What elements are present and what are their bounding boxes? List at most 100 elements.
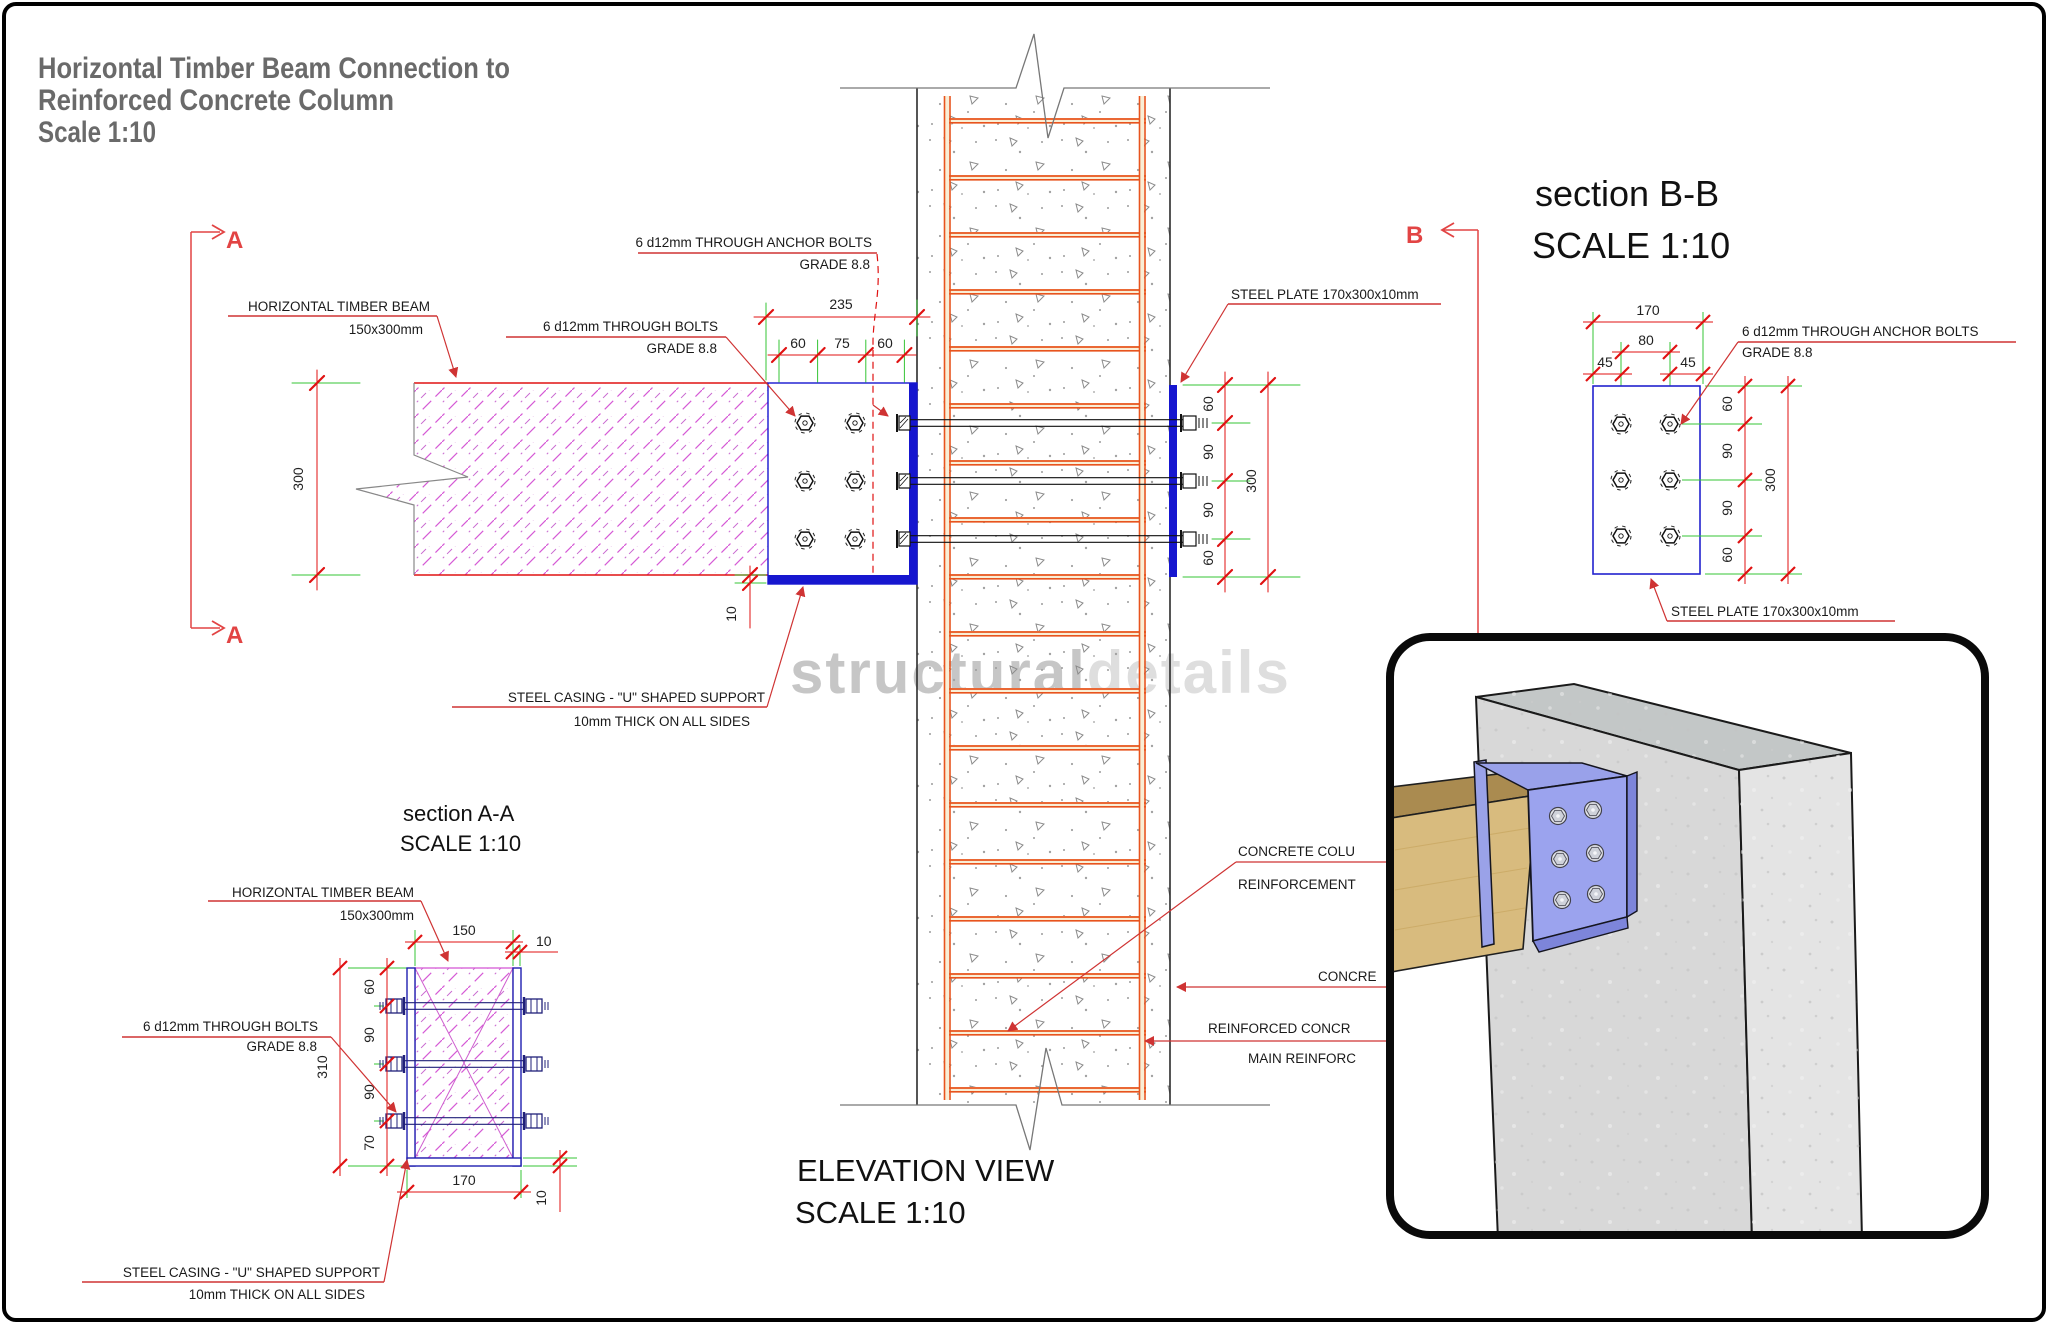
section-aa-title: section A-A xyxy=(403,801,515,826)
label-steel-casing-2: 10mm THICK ON ALL SIDES xyxy=(574,714,750,729)
marker-b: B xyxy=(1406,222,1423,249)
elevation-title: ELEVATION VIEW xyxy=(797,1153,1055,1188)
bb-bolt xyxy=(1659,469,1681,491)
inset-bolt xyxy=(1548,806,1568,826)
label-concrete-column-1: CONCRETE COLU xyxy=(1238,844,1355,859)
section-aa-scale: SCALE 1:10 xyxy=(400,831,521,856)
aa-dim-bottom-thk: 10 xyxy=(533,1190,549,1206)
section-marker-a: A A xyxy=(190,224,243,649)
bb-label-plate: STEEL PLATE 170x300x10mm xyxy=(1671,604,1859,619)
column-stirrups xyxy=(944,100,1146,1100)
bb-dimensions: 170 80 45 45 60 90 90 60 300 xyxy=(1583,302,1802,584)
through-rods xyxy=(896,385,1208,577)
bb-dim-row-1: 60 xyxy=(1719,396,1735,412)
bb-bolt xyxy=(1610,525,1632,547)
label-concrete-column-2: REINFORCEMENT xyxy=(1238,877,1356,892)
aa-dim-row-1: 60 xyxy=(361,979,377,995)
inset-steel-bracket xyxy=(1473,759,1638,953)
dim-beam-depth: 300 xyxy=(290,467,306,491)
bolt-head xyxy=(794,412,816,434)
inset-border xyxy=(1386,633,1989,1239)
label-through-bolts-1: 6 d12mm THROUGH BOLTS xyxy=(543,319,718,334)
aa-label-bolts-2: GRADE 8.8 xyxy=(246,1039,317,1054)
bb-bolt xyxy=(1659,413,1681,435)
beam-break-line xyxy=(355,383,469,575)
concrete-column xyxy=(840,33,1270,1151)
aa-dim-side-thk: 10 xyxy=(536,933,552,949)
elevation-view: 300 10 235 60 75 60 60 90 90 60 xyxy=(190,33,1479,1230)
aa-dim-beam-w: 150 xyxy=(452,922,476,938)
bolt-head xyxy=(844,470,866,492)
label-steel-casing-1: STEEL CASING - "U" SHAPED SUPPORT xyxy=(508,690,765,705)
bb-bolt xyxy=(1610,413,1632,435)
marker-a-top: A xyxy=(226,227,243,254)
elevation-labels: HORIZONTAL TIMBER BEAM 150x300mm 6 d12mm… xyxy=(228,235,1450,1066)
aa-drawing xyxy=(378,967,550,1167)
bolt-head xyxy=(794,470,816,492)
dim-row-3: 90 xyxy=(1200,502,1216,518)
label-concrete: CONCRE xyxy=(1318,969,1377,984)
section-aa: section A-A SCALE 1:10 150 10 60 90 90 7… xyxy=(82,801,577,1302)
bb-dim-height: 300 xyxy=(1762,468,1778,492)
aa-label-beam-2: 150x300mm xyxy=(340,908,414,923)
aa-dim-overall: 310 xyxy=(314,1055,330,1079)
bb-dim-row-3: 90 xyxy=(1719,500,1735,516)
inset-bolt xyxy=(1586,884,1606,904)
title-line1: Horizontal Timber Beam Connection to xyxy=(38,52,510,85)
aa-dimensions: 150 10 60 90 90 70 310 170 10 xyxy=(314,922,569,1212)
aa-label-beam-1: HORIZONTAL TIMBER BEAM xyxy=(232,885,414,900)
bb-labels: 6 d12mm THROUGH ANCHOR BOLTS GRADE 8.8 S… xyxy=(1649,324,2016,622)
dim-bolt-spacing-1: 60 xyxy=(790,335,806,351)
inset-bolt xyxy=(1550,849,1570,869)
dim-plate-thk: 10 xyxy=(723,606,739,622)
title-line2: Reinforced Concrete Column xyxy=(38,84,394,117)
section-bb-title: section B-B xyxy=(1535,173,1719,214)
section-marker-b: B xyxy=(1406,222,1479,645)
label-anchor-bolts-2: GRADE 8.8 xyxy=(799,257,870,272)
dim-bolt-spacing-3: 60 xyxy=(877,335,893,351)
aa-label-casing-2: 10mm THICK ON ALL SIDES xyxy=(189,1287,365,1302)
aa-dim-row-4: 70 xyxy=(361,1135,377,1151)
label-through-bolts-2: GRADE 8.8 xyxy=(646,341,717,356)
dim-plate-height: 300 xyxy=(1243,469,1259,493)
label-timber-beam-2: 150x300mm xyxy=(349,322,423,337)
section-bb-scale: SCALE 1:10 xyxy=(1532,225,1730,266)
dim-row-1: 60 xyxy=(1200,396,1216,412)
inset-bolt xyxy=(1552,890,1572,910)
aa-dim-casing-w: 170 xyxy=(452,1172,476,1188)
column-break-top xyxy=(840,33,1270,139)
aa-label-bolts-1: 6 d12mm THROUGH BOLTS xyxy=(143,1019,318,1034)
aa-labels: HORIZONTAL TIMBER BEAM 150x300mm 6 d12mm… xyxy=(82,885,449,1302)
bb-dim-cols: 80 xyxy=(1638,332,1654,348)
steel-plate-right xyxy=(1169,385,1177,577)
dim-row-2: 90 xyxy=(1200,444,1216,460)
bb-dim-width: 170 xyxy=(1636,302,1660,318)
elevation-dimensions: 300 10 235 60 75 60 60 90 90 60 xyxy=(290,296,1301,629)
aa-dim-row-3: 90 xyxy=(361,1084,377,1100)
aa-label-casing-1: STEEL CASING - "U" SHAPED SUPPORT xyxy=(123,1265,380,1280)
dim-bolt-spacing-2: 75 xyxy=(834,335,850,351)
label-anchor-bolts-1: 6 d12mm THROUGH ANCHOR BOLTS xyxy=(635,235,872,250)
elevation-scale: SCALE 1:10 xyxy=(795,1195,966,1230)
bolt-head xyxy=(794,528,816,550)
label-steel-plate: STEEL PLATE 170x300x10mm xyxy=(1231,287,1419,302)
column-break-bottom xyxy=(840,1047,1270,1151)
bolt-head xyxy=(844,412,866,434)
section-bb: section B-B SCALE 1:10 170 80 45 45 60 9… xyxy=(1532,173,2016,622)
bb-label-anchor-2: GRADE 8.8 xyxy=(1742,345,1813,360)
bb-label-anchor-1: 6 d12mm THROUGH ANCHOR BOLTS xyxy=(1742,324,1979,339)
aa-dim-row-2: 90 xyxy=(361,1027,377,1043)
inset-3d xyxy=(1386,633,1989,1239)
bb-dim-row-4: 60 xyxy=(1719,547,1735,563)
label-rc-main-1: REINFORCED CONCR xyxy=(1208,1021,1351,1036)
bb-bolt xyxy=(1659,525,1681,547)
inset-bolt xyxy=(1585,843,1605,863)
marker-a-bottom: A xyxy=(226,622,243,649)
inset-concrete-column xyxy=(1474,682,1864,1235)
bb-bolt xyxy=(1610,469,1632,491)
title-line3: Scale 1:10 xyxy=(38,116,156,149)
dim-row-4: 60 xyxy=(1200,550,1216,566)
drawing-title: Horizontal Timber Beam Connection to Rei… xyxy=(38,52,510,149)
